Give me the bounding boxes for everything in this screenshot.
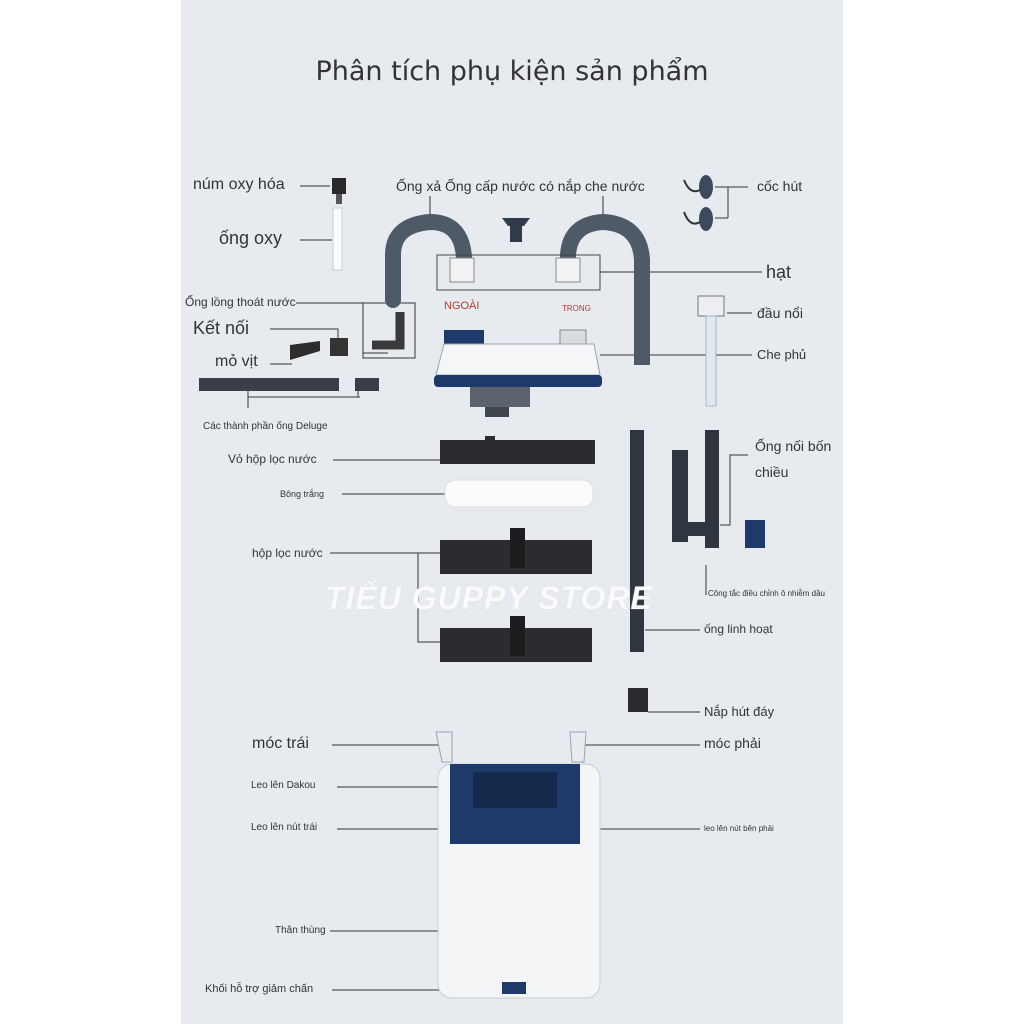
- spray-bar-cap: [355, 378, 379, 391]
- spray-bar-part: [199, 378, 339, 391]
- connector-part: [330, 338, 348, 356]
- leader-lines: [247, 185, 762, 991]
- label-white-cotton: Bông trắng: [280, 489, 325, 499]
- label-pipes: Ống xả Ống cấp nước có nắp che nước: [396, 178, 645, 194]
- nut-left: [449, 257, 475, 283]
- bottom-cap-part: [628, 688, 648, 712]
- label-float-head: đầu nổi: [757, 305, 803, 321]
- drain-sleeve-part: [372, 312, 405, 350]
- label-left-hook: móc trái: [252, 735, 309, 752]
- label-air-tube: ống oxy: [219, 228, 283, 248]
- label-right-hook: móc phải: [704, 735, 761, 751]
- white-cotton-part: [444, 479, 594, 508]
- label-climb-right: leo lên nút bên phải: [704, 824, 774, 833]
- label-drain-sleeve: Ống lồng thoát nước: [185, 295, 296, 309]
- label-filter-housing: Vỏ hộp lọc nước: [228, 452, 317, 466]
- duck-bill-part: [290, 341, 320, 360]
- label-body: Thân thùng: [275, 925, 326, 936]
- filter-housing-part: [440, 436, 595, 464]
- nut-right: [555, 257, 581, 283]
- label-suction-cup: cốc hút: [757, 178, 803, 194]
- label-four-way: Ống nối bốn chiều: [755, 438, 832, 480]
- air-nozzle-part: [332, 178, 346, 204]
- nut-outline: [436, 254, 601, 291]
- label-duck-bill: mỏ vịt: [215, 353, 258, 370]
- tank-body-part: [437, 763, 601, 999]
- label-cover: Che phủ: [757, 347, 807, 362]
- label-damper: Khối hỗ trợ giảm chấn: [205, 983, 314, 995]
- air-tube-part: [332, 207, 343, 271]
- suction-cup-part: [683, 175, 713, 231]
- four-way-part: [672, 430, 765, 548]
- right-hook-part: [569, 731, 587, 763]
- water-cap-part: [502, 218, 530, 242]
- watermark: TIẾU GUPPY STORE: [325, 580, 653, 616]
- inlet-pipe: [560, 213, 650, 365]
- label-climb-left: Leo lên nút trái: [251, 822, 318, 833]
- label-filter-box: hộp lọc nước: [252, 546, 323, 560]
- label-connector: Kết nối: [193, 318, 250, 338]
- label-climb-dakou: Leo lên Dakou: [251, 780, 316, 791]
- label-in-tag: TRONG: [562, 304, 591, 313]
- cover-part: [434, 329, 602, 417]
- label-spray-bar: Các thành phần ống Deluge: [203, 421, 328, 432]
- label-air-nozzle: núm oxy hóa: [193, 176, 285, 193]
- flex-tube-part: [630, 430, 644, 652]
- float-head-part: [697, 295, 725, 407]
- label-out-tag: NGOÀI: [444, 300, 480, 312]
- label-flex-tube: ống linh hoạt: [704, 622, 773, 636]
- label-nut: hạt: [766, 262, 792, 282]
- filter-box-part: [440, 528, 592, 662]
- left-hook-part: [435, 731, 453, 763]
- label-oil-switch: Công tắc điều chỉnh ô nhiễm dầu: [708, 589, 825, 598]
- label-bottom-cap: Nắp hút đáy: [704, 704, 775, 719]
- page-title: Phân tích phụ kiện sản phẩm: [315, 56, 709, 87]
- outlet-pipe: [385, 213, 472, 308]
